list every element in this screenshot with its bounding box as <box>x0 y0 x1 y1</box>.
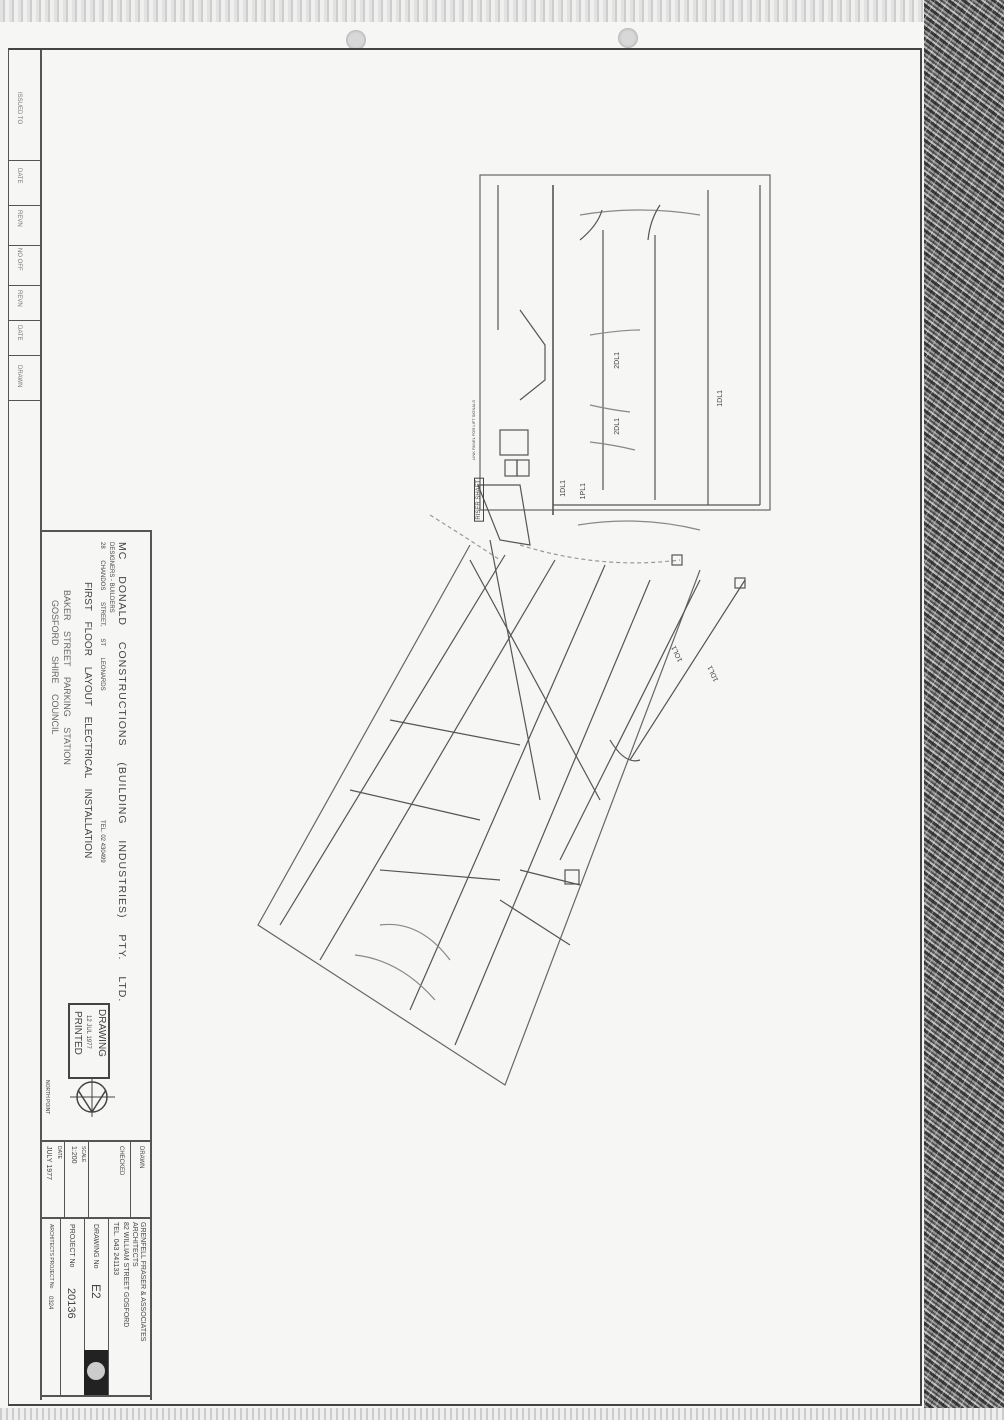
rev-header: ISSUED TO <box>16 92 22 125</box>
architect-name: GRENFELL FRASER & ASSOCIATES <box>139 1222 146 1342</box>
drawing-title: FIRST FLOOR LAYOUT ELECTRICAL INSTALLATI… <box>82 582 93 859</box>
stamp-line1: DRAWING <box>96 1009 107 1057</box>
rev-header: REVN <box>16 210 22 227</box>
lower-building-outline <box>257 514 746 1086</box>
rev-header: REVN <box>16 290 22 307</box>
contractor-sub: DESIGNERS - BUILDERS <box>108 542 114 613</box>
scan-bottom-edge <box>0 1408 1004 1420</box>
rev-header: DRAWN <box>16 365 22 388</box>
architects-project-no: 0324 <box>47 1296 53 1310</box>
rev-header: NO OFF <box>16 248 22 271</box>
circuit-label: 1DL1 <box>560 480 567 497</box>
contractor-name: MC DONALD CONSTRUCTIONS (BUILDING INDUST… <box>116 542 128 1003</box>
punch-hole <box>346 30 366 50</box>
scan-top-edge <box>0 0 1004 22</box>
project-no: 20136 <box>65 1288 77 1319</box>
rev-header: DATE <box>16 168 22 184</box>
scale-value: 1:200 <box>70 1146 77 1164</box>
drawing-border <box>8 48 922 1406</box>
north-point-label: NORTH POINT <box>44 1080 50 1115</box>
circuit-label: 2DL1 <box>614 418 621 435</box>
architect-address: 82 WILLIAM STREET GOSFORD <box>122 1222 129 1328</box>
link-panel-label: LINK PANEL FOR LIFT SIGNALS <box>471 400 476 460</box>
north-point-icon <box>70 1077 115 1117</box>
punch-hole <box>618 28 638 48</box>
architect-sub: ARCHITECTS <box>131 1222 138 1267</box>
project-no-label: PROJECT No <box>68 1224 75 1268</box>
date-value: JULY 1977 <box>45 1146 52 1180</box>
logo-seal <box>84 1350 108 1395</box>
checked-label: CHECKED <box>118 1146 124 1176</box>
stamp-line2: PRINTED <box>72 1011 83 1055</box>
scale-label: SCALE <box>80 1146 86 1163</box>
rev-header: DATE <box>16 325 22 341</box>
scan-dark-edge <box>924 0 1004 1420</box>
drawn-label: DRAWN <box>138 1146 144 1169</box>
circuit-label: 2DL1 <box>614 352 621 369</box>
drawing-no-label: DRAWING No <box>92 1224 99 1269</box>
circuit-label: 1DL1 <box>717 390 724 407</box>
upper-building-outline <box>477 174 771 546</box>
contractor-tel: TEL. 02 430499 <box>99 820 105 863</box>
stamp-date: 12 JUL 1977 <box>85 1015 91 1049</box>
project-name: BAKER STREET PARKING STATION <box>62 590 72 765</box>
circuit-label: 1PL1 <box>580 483 587 500</box>
contractor-address: 28 CHANDOS STREET, ST LEONARDS <box>99 542 105 691</box>
client-name: GOSFORD SHIRE COUNCIL <box>50 600 60 735</box>
drawing-no: E2 <box>89 1284 103 1299</box>
architects-project-label: ARCHITECTS PROJECT No <box>48 1224 54 1289</box>
architect-tel: TEL. 043 241133 <box>112 1222 119 1276</box>
date-label: DATE <box>56 1146 62 1159</box>
riser-shaft-label: RISER SHAFT <box>474 478 484 522</box>
drawing-printed-stamp: DRAWING 12 JUL 1977 PRINTED <box>68 1003 110 1079</box>
